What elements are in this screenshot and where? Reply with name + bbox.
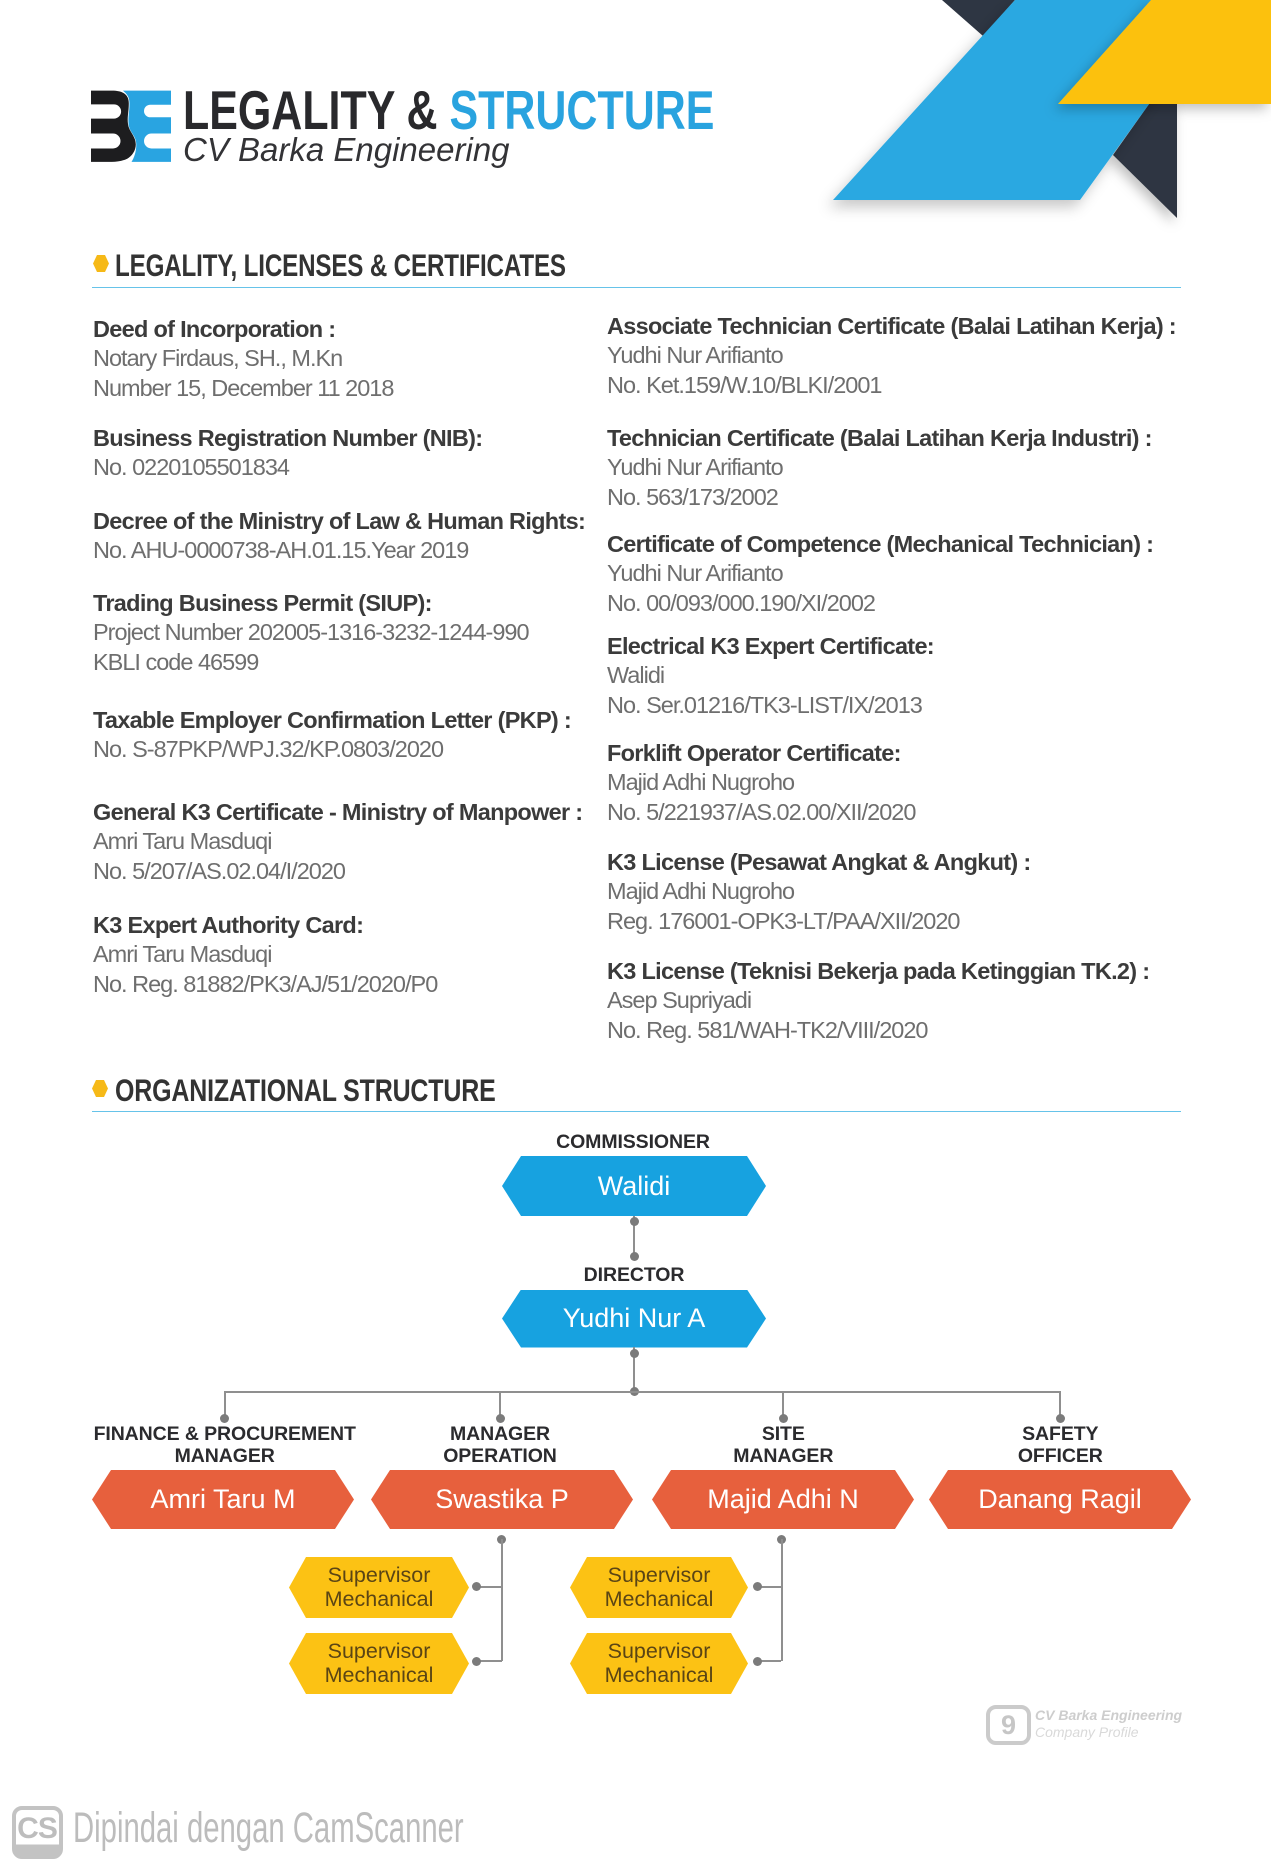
svg-text:CS: CS [17, 1812, 57, 1845]
